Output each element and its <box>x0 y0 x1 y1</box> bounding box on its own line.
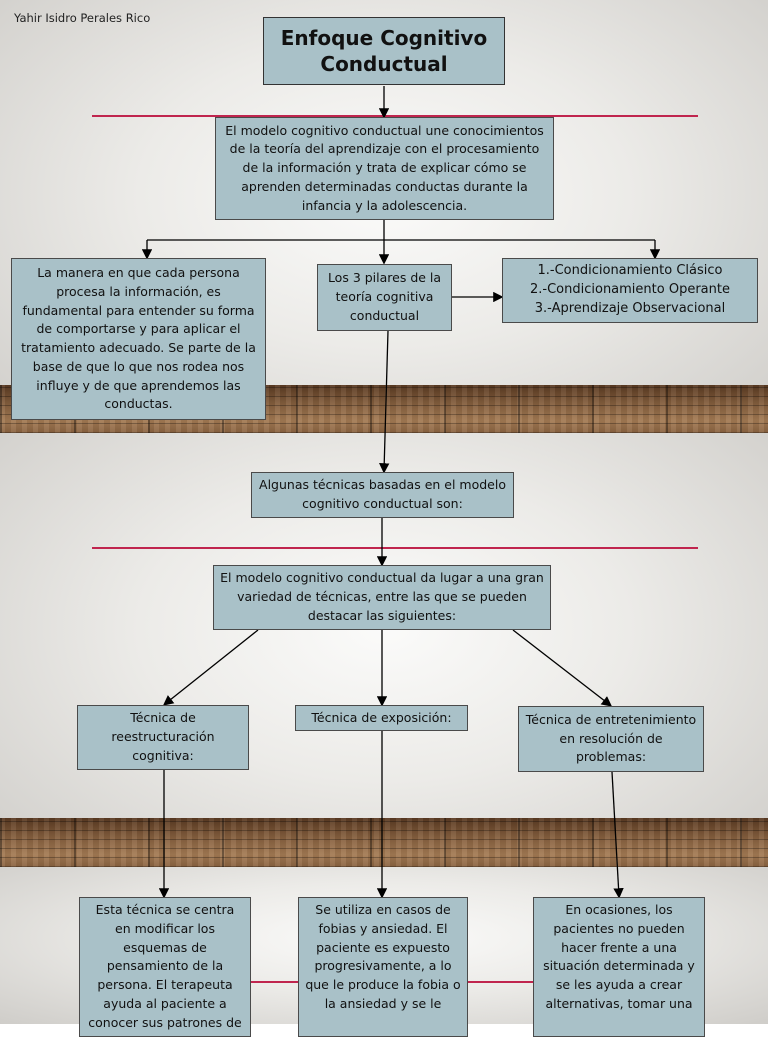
exposure-description-box: Se utiliza en casos de fobias y ansiedad… <box>298 897 468 1037</box>
technique-problem-solving-text: Técnica de entretenimiento en resolución… <box>525 711 697 765</box>
problem-solving-description-box: En ocasiones, los pacientes no pueden ha… <box>533 897 705 1037</box>
arrow-problem-desc <box>611 771 624 899</box>
problem-solving-description-text: En ocasiones, los pacientes no pueden ha… <box>543 902 695 1011</box>
variety-text: El modelo cognitivo conductual da lugar … <box>220 570 544 623</box>
pillar-item: 2.-Condicionamiento Operante <box>530 282 730 298</box>
divider-line <box>92 547 698 549</box>
variety-box: El modelo cognitivo conductual da lugar … <box>213 565 551 630</box>
techniques-text: Algunas técnicas basadas en el modelo co… <box>259 477 506 511</box>
pillar-item: 3.-Aprendizaje Observacional <box>534 300 726 316</box>
pillars-list-box: 1.-Condicionamiento Clásico 2.-Condicion… <box>502 258 758 323</box>
technique-exposure-box: Técnica de exposición: <box>295 705 468 731</box>
wood-floor <box>0 818 768 867</box>
intro-box: El modelo cognitivo conductual une conoc… <box>215 117 554 220</box>
technique-exposure-text: Técnica de exposición: <box>311 709 452 725</box>
pillar-item: 1.-Condicionamiento Clásico <box>537 263 723 279</box>
pillars-text: Los 3 pilares de la teoría cognitiva con… <box>327 270 442 323</box>
pillars-box: Los 3 pilares de la teoría cognitiva con… <box>317 264 452 331</box>
technique-restructuring-box: Técnica de reestructuración cognitiva: <box>77 705 249 770</box>
left-explanation-text: La manera en que cada persona procesa la… <box>21 265 256 412</box>
page-title-text: Enfoque Cognitivo Conductual <box>280 26 488 76</box>
divider-line <box>92 115 698 117</box>
restructuring-description-box: Esta técnica se centra en modificar los … <box>79 897 251 1037</box>
intro-text: El modelo cognitivo conductual une conoc… <box>225 122 544 213</box>
page-title: Enfoque Cognitivo Conductual <box>263 17 505 85</box>
author-name: Yahir Isidro Perales Rico <box>14 11 151 25</box>
technique-restructuring-text: Técnica de reestructuración cognitiva: <box>111 710 215 763</box>
techniques-box: Algunas técnicas basadas en el modelo co… <box>251 472 514 518</box>
restructuring-description-text: Esta técnica se centra en modificar los … <box>88 902 242 1030</box>
exposure-description-text: Se utiliza en casos de fobias y ansiedad… <box>305 902 461 1011</box>
technique-problem-solving-box: Técnica de entretenimiento en resolución… <box>518 706 704 772</box>
arrow-to-problem-solving <box>512 629 613 707</box>
arrow-pillars-to-techniques <box>379 330 390 474</box>
arrow-to-restructuring <box>162 629 259 706</box>
left-explanation-box: La manera en que cada persona procesa la… <box>11 258 266 420</box>
